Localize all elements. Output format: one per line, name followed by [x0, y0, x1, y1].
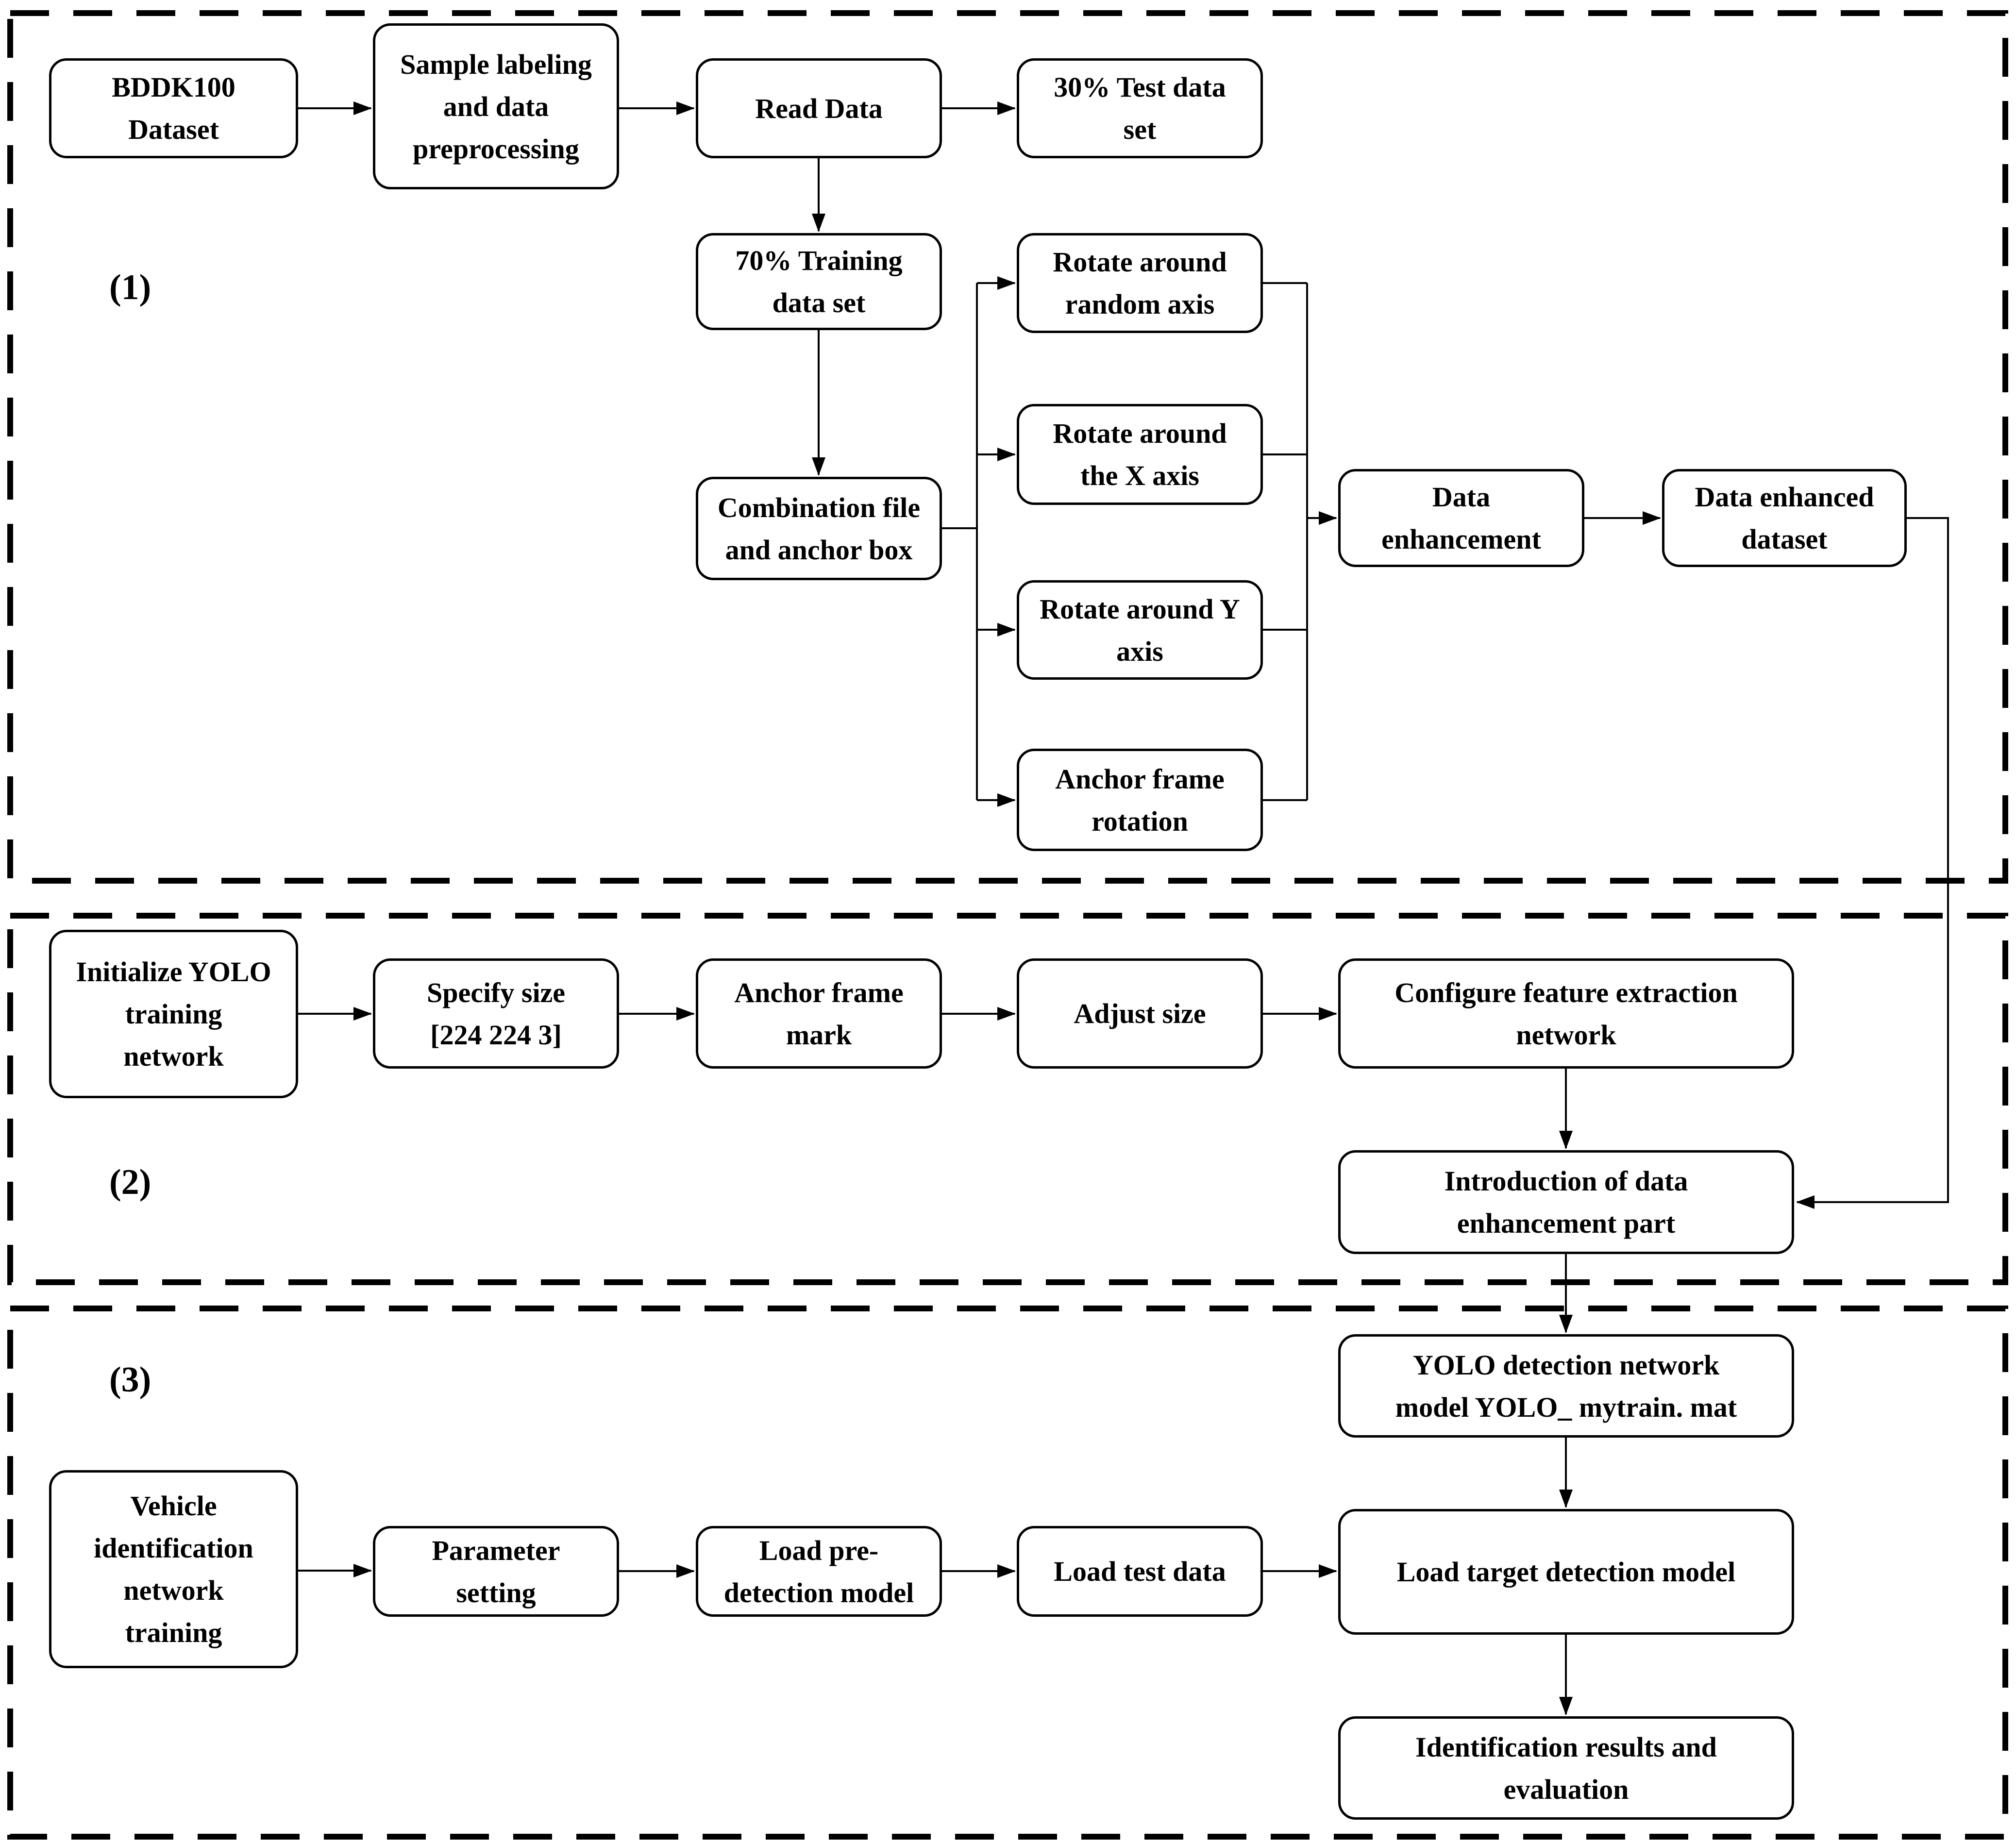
section-2-label: (2) [109, 1162, 151, 1202]
node-parameter-setting: Parameter setting [373, 1526, 619, 1617]
node-rotate-y-axis: Rotate around Y axis [1017, 580, 1263, 680]
section-1-label: (1) [109, 268, 151, 307]
node-adjust-size: Adjust size [1017, 958, 1263, 1069]
node-rotate-random-axis: Rotate around random axis [1017, 233, 1263, 333]
node-rotate-x-axis: Rotate around the X axis [1017, 404, 1263, 505]
node-training-data-set: 70% Training data set [696, 233, 942, 330]
section-2-border [7, 913, 2008, 1285]
node-identification-results: Identification results and evaluation [1338, 1716, 1794, 1820]
node-read-data: Read Data [696, 58, 942, 158]
section-1-border [7, 10, 2008, 884]
node-anchor-frame-mark: Anchor frame mark [696, 958, 942, 1069]
node-combination-file-anchor-box: Combination file and anchor box [696, 477, 942, 580]
node-load-target-detection-model: Load target detection model [1338, 1509, 1794, 1635]
node-configure-feature-extraction: Configure feature extraction network [1338, 958, 1794, 1069]
node-yolo-detection-model: YOLO detection network model YOLO_ mytra… [1338, 1334, 1794, 1438]
section-3-label: (3) [109, 1360, 151, 1400]
node-vehicle-identification-training: Vehicle identification network training [49, 1470, 298, 1668]
node-load-pre-detection-model: Load pre- detection model [696, 1526, 942, 1617]
node-sample-labeling: Sample labeling and data preprocessing [373, 23, 619, 189]
node-data-enhanced-dataset: Data enhanced dataset [1662, 469, 1907, 567]
node-load-test-data: Load test data [1017, 1526, 1263, 1617]
node-introduction-data-enhancement: Introduction of data enhancement part [1338, 1150, 1794, 1254]
node-anchor-frame-rotation: Anchor frame rotation [1017, 749, 1263, 851]
node-bddk100-dataset: BDDK100 Dataset [49, 58, 298, 158]
connector-enhanced-to-introduction [1796, 517, 1949, 1209]
node-test-data-set: 30% Test data set [1017, 58, 1263, 158]
node-specify-size: Specify size [224 224 3] [373, 958, 619, 1069]
node-data-enhancement: Data enhancement [1338, 469, 1584, 567]
node-initialize-yolo: Initialize YOLO training network [49, 930, 298, 1098]
